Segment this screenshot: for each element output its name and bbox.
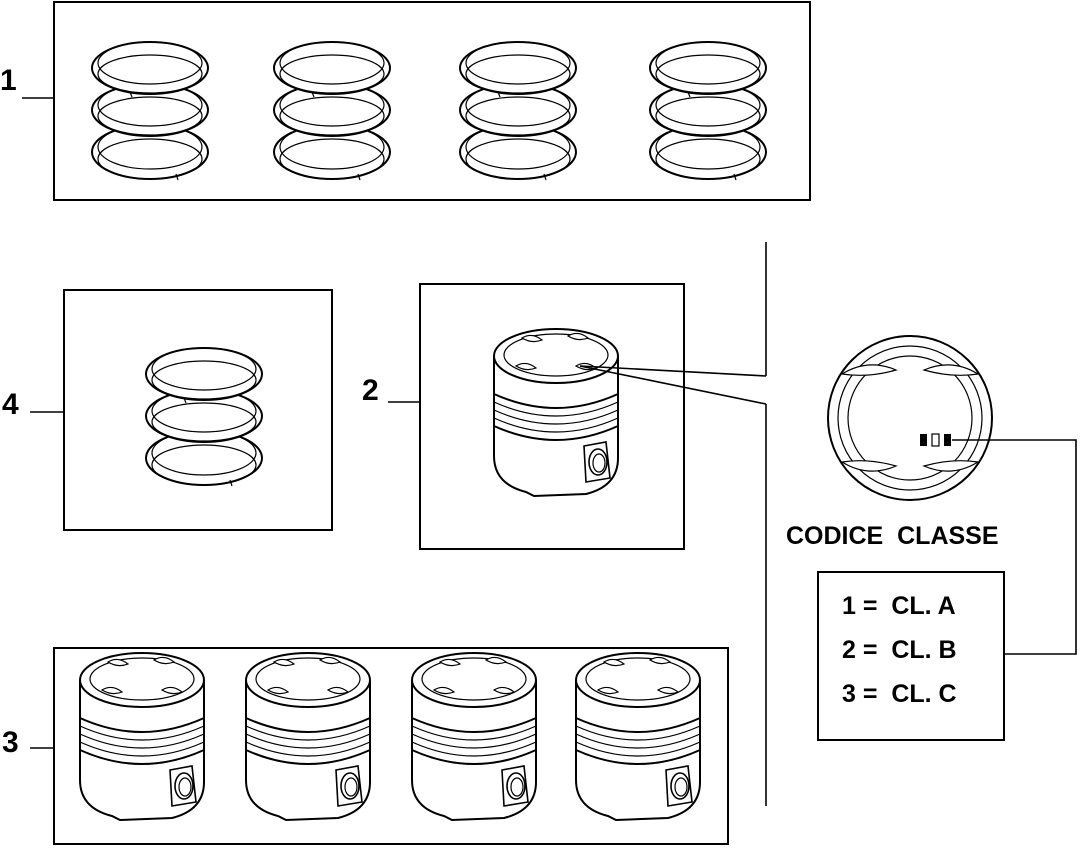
ring-set-4 [649, 41, 767, 181]
zoom-line-lower [579, 365, 767, 405]
ring-set-1 [91, 41, 209, 181]
class-mark-1 [920, 434, 927, 446]
legend-line-3: 3 = CL. C [842, 680, 957, 708]
class-mark-3 [944, 434, 951, 446]
class-mark-leader [952, 439, 1077, 655]
callout-3: 3 [2, 726, 19, 759]
piston-4 [575, 652, 701, 821]
piston-1 [79, 652, 205, 821]
legend-title: CODICE CLASSE [786, 522, 999, 550]
class-mark-2 [931, 433, 940, 447]
legend-box [817, 571, 1005, 741]
ring-set-2 [273, 41, 391, 181]
callout-4: 4 [2, 388, 19, 421]
single-piston [493, 328, 619, 497]
ring-set-3 [459, 41, 577, 181]
legend-line-1: 1 = CL. A [842, 592, 956, 620]
piston-3 [411, 652, 537, 821]
piston-group-frame [53, 647, 729, 845]
piston-crown-top-view [827, 335, 993, 501]
callout-2: 2 [362, 374, 379, 407]
zoom-line-upper [579, 365, 767, 377]
single-piston-frame [419, 283, 685, 550]
single-ring-set-frame [63, 289, 333, 531]
ring-set-group-frame [53, 1, 811, 201]
legend-line-2: 2 = CL. B [842, 636, 957, 664]
callout-1: 1 [0, 64, 17, 97]
single-ring-set [145, 347, 263, 487]
piston-2 [245, 652, 371, 821]
